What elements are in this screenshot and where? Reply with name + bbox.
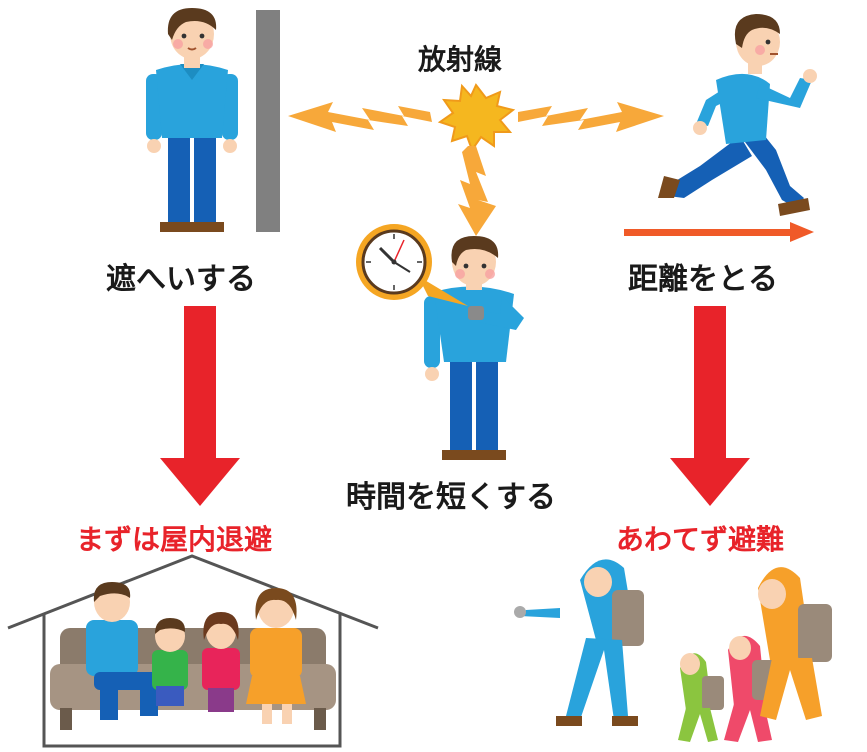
running-man-figure [658,14,817,216]
center-radiation-label: 放射線 [418,43,503,76]
method-distance-label: 距離をとる [628,262,778,297]
radiation-ray-down [458,146,496,236]
shield-wall [256,10,280,232]
arrow-down-right [670,306,750,506]
method-time-label: 時間を短くする [346,480,556,515]
radiation-ray-left [288,102,432,132]
distance-arrow [624,222,814,242]
evacuating-people [514,559,832,742]
watch-man-figure [424,236,524,460]
action-indoor-label: まずは屋内退避 [76,523,273,556]
radiation-burst-icon [437,83,516,153]
clock-icon [356,224,468,306]
arrow-down-left [160,306,240,506]
family-figures [86,582,306,724]
action-evacuate-label: あわてず避難 [616,523,785,556]
radiation-ray-right [518,102,664,132]
standing-man-figure [146,8,238,232]
house-shelter [7,554,379,748]
method-shield-label: 遮へいする [106,262,256,297]
